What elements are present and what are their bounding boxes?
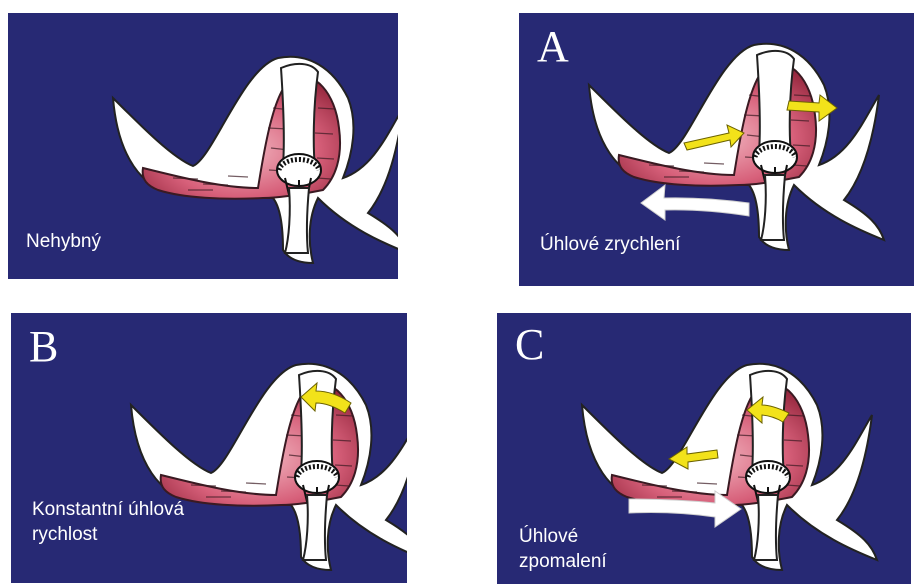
panel-letter: C xyxy=(515,323,544,367)
panel-caption-line-1: Konstantní úhlová xyxy=(32,497,184,522)
panel-caption-line-2: rychlost xyxy=(32,522,97,547)
panel-caption-line-1: Úhlové xyxy=(519,524,578,549)
panel-caption: Nehybný xyxy=(26,229,101,254)
panel-letter: B xyxy=(29,325,58,369)
panel-a: A Úhlové zrychlení xyxy=(519,13,914,286)
panel-letter: A xyxy=(537,25,569,69)
panel-b: B Konstantní úhlová rychlost xyxy=(11,313,407,583)
rotation-arrow xyxy=(641,185,749,220)
panel-c: C Úhlové zpomalení xyxy=(497,313,911,584)
panel-still: Nehybný xyxy=(8,13,398,279)
panel-caption: Úhlové zrychlení xyxy=(540,232,680,257)
panel-caption-line-2: zpomalení xyxy=(519,549,607,574)
